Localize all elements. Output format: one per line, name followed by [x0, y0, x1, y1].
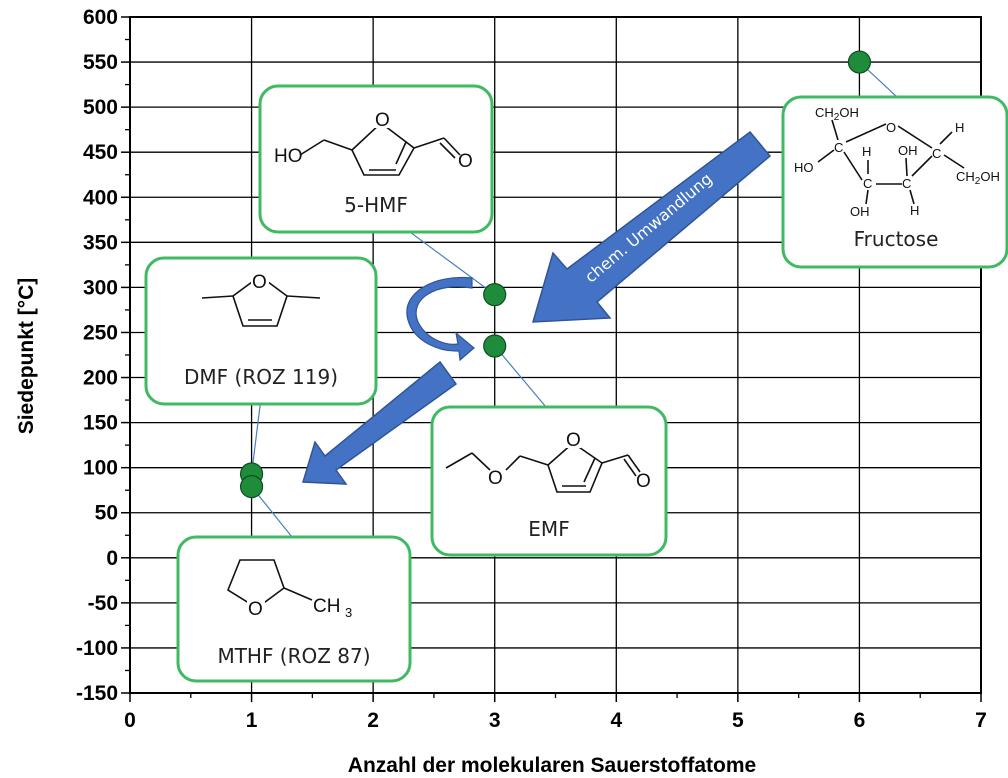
- mthf-o-ring: O: [248, 599, 263, 620]
- emf-o-aldehyde: O: [636, 471, 651, 492]
- y-tick-label: 500: [83, 96, 118, 119]
- x-tick-label: 1: [246, 709, 258, 732]
- y-tick-label: 550: [83, 51, 118, 74]
- x-tick-label: 5: [732, 709, 744, 732]
- box-fructose-frame: [781, 95, 1008, 269]
- box-emf: O O O EMF: [430, 405, 668, 557]
- label-emf: EMF: [528, 517, 569, 541]
- points-layer: [239, 50, 872, 499]
- y-tick-label: -100: [76, 637, 118, 660]
- x-tick-label: 6: [854, 709, 866, 732]
- y-tick-label: 50: [95, 502, 118, 525]
- fru-o-ring: O: [886, 120, 896, 135]
- dmf-o-ring: O: [252, 272, 267, 293]
- structure-fructose: CH2OH C O C H CH2OH C OH H C H: [794, 105, 1000, 219]
- y-tick-label: 300: [83, 276, 118, 299]
- x-tick-label: 3: [489, 709, 501, 732]
- data-point: [847, 50, 872, 74]
- y-tick-label: 600: [83, 6, 118, 29]
- box-dmf: O DMF (ROZ 119): [144, 256, 378, 406]
- y-axis-title: Siedepunkt [°C]: [15, 278, 38, 435]
- structure-dmf: O: [201, 270, 321, 327]
- box-5-hmf-frame: [258, 84, 494, 234]
- arrow-to-dmf: [302, 360, 458, 485]
- y-tick-label: -50: [88, 592, 118, 615]
- label-mthf: MTHF (ROZ 87): [217, 644, 370, 668]
- conversion-arrow-shape: [531, 130, 772, 323]
- fru-c1: C: [834, 140, 843, 155]
- data-point: [483, 283, 507, 307]
- connector-line: [494, 345, 547, 408]
- y-tick-label: 350: [83, 231, 118, 254]
- fru-h4: H: [910, 203, 919, 218]
- fru-ho1: HO: [794, 160, 814, 175]
- box-emf-frame: [430, 405, 668, 557]
- y-tick-label: 200: [83, 367, 118, 390]
- fru-c3: C: [863, 176, 872, 191]
- box-mthf: O CH 3 MTHF (ROZ 87): [176, 535, 412, 683]
- data-point: [483, 334, 507, 358]
- y-tick-label: 150: [83, 412, 118, 435]
- y-tick-label: 400: [83, 186, 118, 209]
- data-point: [239, 474, 264, 499]
- fru-oh4: OH: [898, 143, 918, 158]
- curved-arrow: [406, 276, 475, 362]
- mthf-ch3: CH: [313, 596, 340, 617]
- box-dmf-frame: [144, 256, 378, 406]
- box-5-hmf: HO O O 5-HMF: [258, 84, 494, 234]
- hmf-o-ring: O: [375, 110, 390, 131]
- y-tick-label: 100: [83, 457, 118, 480]
- connector-line: [250, 397, 262, 475]
- mthf-ch3-sub: 3: [345, 605, 352, 620]
- fru-h3: H: [862, 144, 871, 159]
- x-tick-label: 7: [975, 709, 987, 732]
- arrow-to-dmf-shape: [302, 360, 458, 485]
- x-tick-label: 4: [610, 709, 622, 732]
- box-mthf-frame: [176, 535, 412, 683]
- structure-mthf: O CH 3: [227, 559, 352, 620]
- fru-ch2oh-right: CH2OH: [956, 169, 1000, 187]
- box-fructose: CH2OH C O C H CH2OH C OH H C H: [781, 95, 1008, 269]
- x-axis-title: Anzahl der molekularen Sauerstoffatome: [348, 754, 756, 777]
- y-tick-label: 0: [106, 547, 118, 570]
- hmf-ho-text: HO: [274, 146, 303, 167]
- fru-c5: C: [932, 146, 941, 161]
- emf-o-ring: O: [566, 430, 581, 451]
- label-dmf: DMF (ROZ 119): [184, 365, 338, 389]
- fru-oh3: OH: [850, 204, 870, 219]
- fru-c4: C: [902, 176, 911, 191]
- x-tick-label: 0: [124, 709, 136, 732]
- label-5-hmf: 5-HMF: [344, 193, 408, 217]
- y-tick-label: 450: [83, 141, 118, 164]
- y-tick-label: -150: [76, 682, 118, 705]
- structure-emf: O O O: [445, 428, 651, 493]
- label-fructose: Fructose: [854, 227, 939, 251]
- structure-5-hmf: HO O O: [274, 108, 473, 176]
- y-tick-label: 250: [83, 321, 118, 344]
- fru-ch2oh-top: CH2OH: [815, 105, 859, 123]
- hmf-o-aldehyde: O: [458, 151, 473, 172]
- x-tick-label: 2: [367, 709, 379, 732]
- curved-arrow-shape: [406, 276, 475, 362]
- fru-h5: H: [955, 120, 964, 135]
- emf-o-ether: O: [488, 468, 503, 489]
